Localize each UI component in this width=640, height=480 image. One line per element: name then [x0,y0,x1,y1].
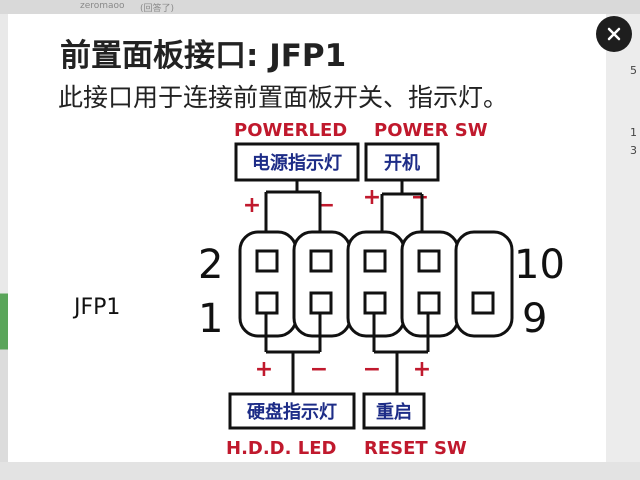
image-viewer-panel: 前置面板接口: JFP1 此接口用于连接前置面板开关、指示灯。 POWERLED… [8,14,606,462]
polarity-plus: + [363,185,381,210]
polarity-minus: − [310,357,328,382]
reset-box [362,392,426,430]
pin-square [417,249,441,273]
page-subtitle: 此接口用于连接前置面板开关、指示灯。 [58,83,509,112]
power-sw-box [364,142,440,182]
background-bottom-edge [0,462,640,480]
hdd-led-box [228,392,356,430]
pin-number: 9 [522,296,547,342]
hdd-led-en-label: H.D.D. LED [226,438,336,459]
pin-number: 1 [198,296,223,342]
jfp1-pinout-diagram: POWERLED POWER SW 电源指示灯 开机 + − + − [72,120,565,459]
power-led-cn-label: 电源指示灯 [252,152,342,174]
background-top-strip: zeromaoo (回答了) [0,0,640,14]
pin-square [309,249,333,273]
background-text: (回答了) [140,4,175,14]
power-led-en-label: POWERLED [234,120,347,141]
background-text: 1 [630,126,637,139]
pin-square [363,291,387,315]
close-button[interactable] [596,16,632,52]
pin-square [471,291,495,315]
pin-number: 10 [514,242,565,288]
background-text: zeromaoo [80,1,125,11]
page-title: 前置面板接口: JFP1 [60,38,347,74]
pins [255,249,495,315]
polarity-minus: − [363,357,381,382]
pin-square [255,291,279,315]
reset-cn-label: 重启 [376,401,412,423]
pin-square [309,291,333,315]
background-text: 3 [630,144,637,157]
connector-name: JFP1 [72,295,120,320]
background-right-edge: 5 1 3 [606,14,640,480]
pin-square [417,291,441,315]
background-left-edge [0,14,8,480]
polarity-plus: + [255,357,273,382]
polarity-minus: − [411,185,429,210]
power-sw-en-label: POWER SW [374,120,488,141]
bottom-wiring [264,314,430,394]
hdd-led-cn-label: 硬盘指示灯 [247,401,337,423]
pin-number: 2 [198,242,223,288]
pin-square [363,249,387,273]
polarity-plus: + [243,193,261,218]
polarity-plus: + [413,357,431,382]
background-text: 5 [630,64,637,77]
power-sw-cn-label: 开机 [384,153,420,174]
reset-sw-en-label: RESET SW [364,438,467,459]
close-icon [607,27,621,41]
pin-square [255,249,279,273]
pin-header [238,230,514,338]
